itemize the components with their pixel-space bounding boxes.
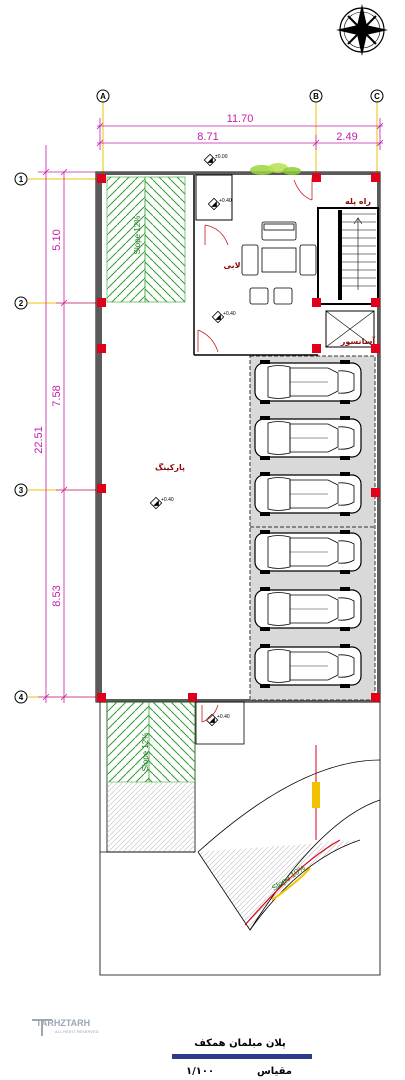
level-marker-entrance: ±0.00 bbox=[203, 153, 228, 167]
svg-text:B: B bbox=[313, 92, 319, 101]
axis-col-b: B bbox=[309, 89, 323, 103]
level-marker-parking: +0.40 bbox=[149, 496, 174, 510]
car-icon bbox=[254, 471, 362, 517]
svg-text:3: 3 bbox=[19, 486, 24, 495]
room-label-parking: پارکینگ bbox=[155, 462, 185, 472]
dim-height-seg-2: 7.58 bbox=[51, 385, 63, 406]
svg-text:+0.40: +0.40 bbox=[161, 497, 174, 503]
axis-row-4: 4 bbox=[14, 690, 28, 704]
level-marker-lobby-upper: +0.40 bbox=[207, 197, 232, 211]
logo: TARHZTARH ALL RIGHT RESERVED bbox=[32, 1018, 99, 1036]
car-icon bbox=[254, 359, 362, 405]
elevator: آسانسور bbox=[325, 310, 376, 348]
ramp-upper-label: Slope 12% bbox=[133, 216, 142, 255]
ramp-lower-label: Slope 12% bbox=[141, 733, 150, 772]
room-label-lobby: لابی bbox=[223, 261, 240, 270]
dim-height-seg-3: 8.53 bbox=[51, 585, 63, 606]
site-boundary bbox=[99, 702, 381, 976]
axis-col-c: C bbox=[370, 89, 384, 103]
title-block: TARHZTARH ALL RIGHT RESERVED پلان مبلمان… bbox=[32, 1018, 312, 1077]
stairwell: راه پله bbox=[317, 197, 379, 305]
dim-height-total: 22.51 bbox=[33, 426, 45, 454]
plan-title: پلان مبلمان همکف bbox=[194, 1038, 286, 1049]
level-marker-ramp: +0.40 bbox=[205, 713, 230, 727]
dim-width-total: 11.70 bbox=[227, 113, 254, 125]
dimension-lines bbox=[38, 118, 384, 703]
axis-col-a: A bbox=[96, 89, 110, 103]
exit-ramp: Slope 12% bbox=[106, 701, 245, 853]
room-label-elevator: آسانسور bbox=[340, 336, 376, 346]
dim-width-left: 8.71 bbox=[197, 131, 218, 143]
svg-text:+0.40: +0.40 bbox=[219, 198, 232, 204]
dim-width-right: 2.49 bbox=[336, 131, 357, 143]
axis-row-3: 3 bbox=[14, 483, 28, 497]
dim-height-seg-1: 5.10 bbox=[51, 229, 63, 250]
room-label-stairs: راه پله bbox=[345, 197, 371, 206]
parking-bays: پارکینگ bbox=[155, 355, 376, 701]
lobby-area: لابی bbox=[193, 163, 318, 356]
svg-text:C: C bbox=[374, 92, 380, 101]
svg-text:TARHZTARH: TARHZTARH bbox=[36, 1018, 90, 1028]
car-icon bbox=[254, 643, 362, 689]
north-arrow-icon bbox=[336, 4, 388, 56]
dimension-labels: 11.70 8.71 2.49 22.51 5.10 7.58 8.53 bbox=[33, 113, 358, 607]
svg-text:4: 4 bbox=[19, 693, 24, 702]
svg-text:1: 1 bbox=[19, 175, 24, 184]
svg-text:+0.40: +0.40 bbox=[217, 714, 230, 720]
svg-text:ALL RIGHT RESERVED: ALL RIGHT RESERVED bbox=[55, 1029, 99, 1034]
curved-ramp: Slope 10% bbox=[197, 745, 381, 931]
plant-icon bbox=[250, 163, 301, 175]
car-icon bbox=[254, 586, 362, 632]
car-icon bbox=[254, 415, 362, 461]
level-marker-lobby-lower: +0.40 bbox=[211, 310, 236, 324]
title-accent-bar bbox=[172, 1054, 312, 1059]
axis-row-1: 1 bbox=[14, 172, 28, 186]
level-markers: ±0.00 +0.40 +0.40 +0.40 +0.40 bbox=[149, 153, 236, 727]
car-icon bbox=[254, 529, 362, 575]
axis-row-2: 2 bbox=[14, 296, 28, 310]
svg-text:A: A bbox=[100, 92, 106, 101]
axis-bubbles: A B C 1 2 3 4 bbox=[14, 89, 384, 704]
scale-value: ۱/۱۰۰ bbox=[186, 1066, 214, 1077]
structural-columns bbox=[97, 173, 380, 702]
entrance-ramp-hatch: Slope 12% bbox=[106, 176, 186, 303]
svg-text:±0.00: ±0.00 bbox=[215, 154, 228, 160]
svg-text:+0.40: +0.40 bbox=[223, 311, 236, 317]
svg-text:2: 2 bbox=[19, 299, 24, 308]
scale-label: مقیاس bbox=[257, 1066, 292, 1077]
sofa-icon bbox=[241, 221, 317, 305]
